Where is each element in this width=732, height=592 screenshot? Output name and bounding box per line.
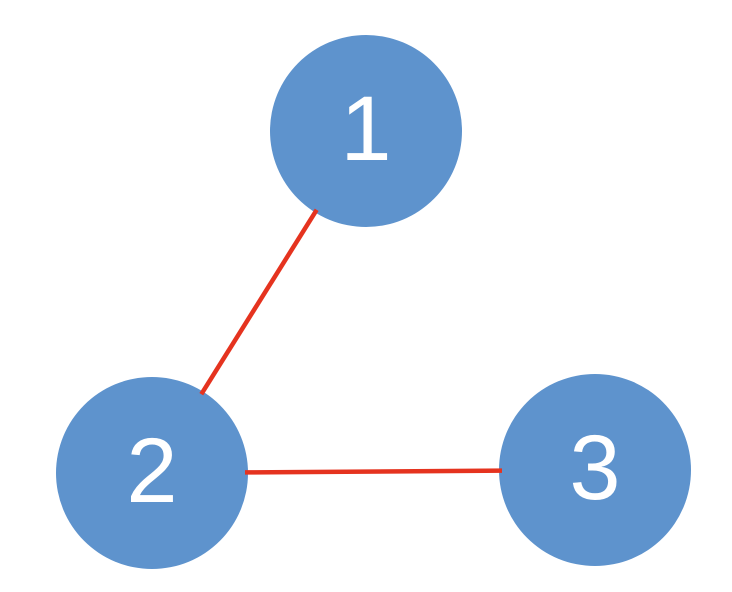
node-label: 1 [340,78,392,180]
node-label: 2 [126,420,178,522]
node-3[interactable]: 3 [499,374,691,566]
node-label: 3 [569,417,621,519]
node-2[interactable]: 2 [56,377,248,569]
edge-2-3[interactable] [244,468,503,475]
edge-1-2[interactable] [199,208,319,396]
node-1[interactable]: 1 [270,35,462,227]
